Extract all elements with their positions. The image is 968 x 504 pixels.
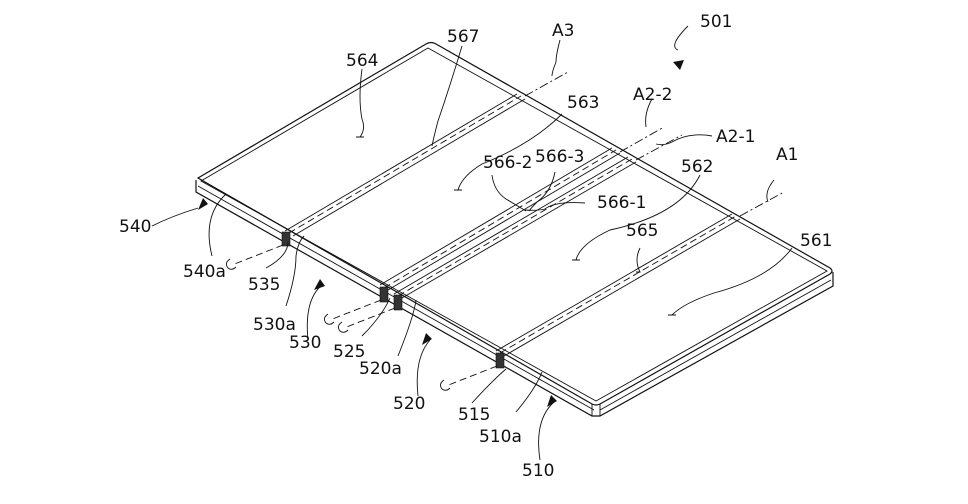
label-564: 564 [346, 51, 378, 71]
label-520: 520 [393, 394, 425, 414]
label-566-3: 566-3 [535, 147, 584, 167]
arrow-530-icon [314, 279, 325, 290]
device-body [195, 41, 834, 417]
label-510a: 510a [479, 427, 522, 447]
label-515: 515 [458, 405, 490, 425]
front-left-side [195, 180, 834, 417]
fold-region-567 [284, 71, 569, 237]
label-525: 525 [333, 342, 365, 362]
fold-region-565 [495, 191, 785, 357]
rotation-arrow-icon [337, 321, 349, 333]
label-561: 561 [800, 231, 832, 251]
label-567: 567 [447, 27, 479, 47]
hinge-535 [281, 231, 291, 247]
label-566-1: 566-1 [597, 193, 646, 213]
right-side-inner [599, 279, 832, 411]
top-face-inner-edge [200, 47, 828, 402]
label-563: 563 [567, 93, 599, 113]
label-a2-2: A2-2 [633, 85, 672, 105]
label-a1: A1 [776, 145, 798, 165]
label-510: 510 [522, 461, 554, 481]
arrow-520-icon [422, 333, 432, 345]
label-530: 530 [289, 333, 321, 353]
label-501: 501 [700, 12, 732, 32]
rotation-arrow-icon [323, 313, 335, 325]
hinge-525a [379, 286, 389, 303]
rotation-axes [225, 244, 498, 391]
arrow-501-icon [673, 60, 684, 70]
label-a2-1: A2-1 [716, 127, 755, 147]
rotation-arrow-icon [225, 258, 237, 270]
rotation-arrow-icon [439, 379, 451, 391]
label-535: 535 [248, 275, 280, 295]
label-562: 562 [681, 157, 713, 177]
label-a3: A3 [552, 21, 574, 41]
fold-region-566 [379, 126, 683, 299]
label-530a: 530a [253, 315, 296, 335]
label-565: 565 [626, 221, 658, 241]
label-566-2: 566-2 [483, 153, 532, 173]
label-540a: 540a [183, 262, 226, 282]
hinge-525b [393, 294, 403, 311]
top-face-outline [196, 41, 833, 406]
arrow-510-icon [547, 395, 557, 407]
label-540: 540 [119, 217, 151, 237]
direction-arrows [198, 60, 684, 407]
arrow-540-icon [198, 198, 208, 210]
hinge-515 [495, 352, 505, 369]
leader-lines [151, 25, 793, 461]
label-520a: 520a [359, 359, 402, 379]
